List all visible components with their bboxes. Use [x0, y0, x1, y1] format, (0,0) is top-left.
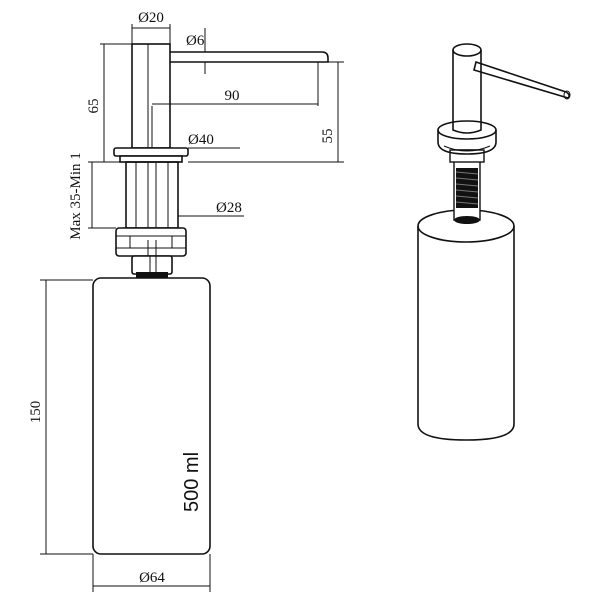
perspective-spout-arm — [473, 60, 571, 100]
perspective-shank — [449, 149, 485, 224]
dim-nozzle-diameter: Ø6 — [186, 28, 214, 74]
dim-countertop-thickness-label: Max 35-Min 1 — [68, 152, 84, 240]
orthographic-view: 500 ml Ø20 Ø6 65 90 — [28, 10, 344, 592]
dim-countertop-thickness: Max 35-Min 1 — [68, 152, 126, 240]
lock-nut — [115, 227, 187, 257]
perspective-view — [417, 43, 571, 441]
dim-bottle-diameter-label: Ø64 — [139, 570, 165, 586]
dim-spout-clearance: 55 — [188, 61, 344, 163]
perspective-bottle — [417, 209, 515, 441]
dim-spout-height-label: 65 — [86, 99, 102, 114]
threaded-shank — [125, 161, 179, 229]
perspective-spout-body — [452, 43, 482, 134]
dim-flange-diameter: Ø40 — [188, 132, 240, 149]
dim-spout-diameter-label: Ø20 — [138, 10, 164, 26]
bottle — [92, 277, 211, 555]
perspective-flange — [437, 120, 497, 155]
dim-bottle-height: 150 — [28, 279, 93, 555]
bottle-neck — [131, 255, 173, 278]
dim-bottle-height-label: 150 — [28, 401, 44, 424]
dim-bottle-diameter: Ø64 — [92, 554, 211, 592]
flange — [113, 147, 189, 163]
dim-spout-reach: 90 — [151, 70, 319, 148]
dim-spout-clearance-label: 55 — [320, 129, 336, 144]
bottle-capacity-label: 500 ml — [181, 452, 203, 512]
dim-spout-height: 65 — [86, 43, 132, 163]
dim-spout-reach-label: 90 — [225, 88, 240, 104]
dim-spout-diameter: Ø20 — [131, 10, 171, 44]
dim-shank-diameter: Ø28 — [178, 200, 244, 217]
spout-body — [131, 43, 171, 149]
dim-shank-diameter-label: Ø28 — [216, 200, 242, 216]
dim-flange-diameter-label: Ø40 — [188, 132, 214, 148]
dim-nozzle-diameter-label: Ø6 — [186, 33, 205, 49]
spout-arm — [170, 51, 329, 70]
